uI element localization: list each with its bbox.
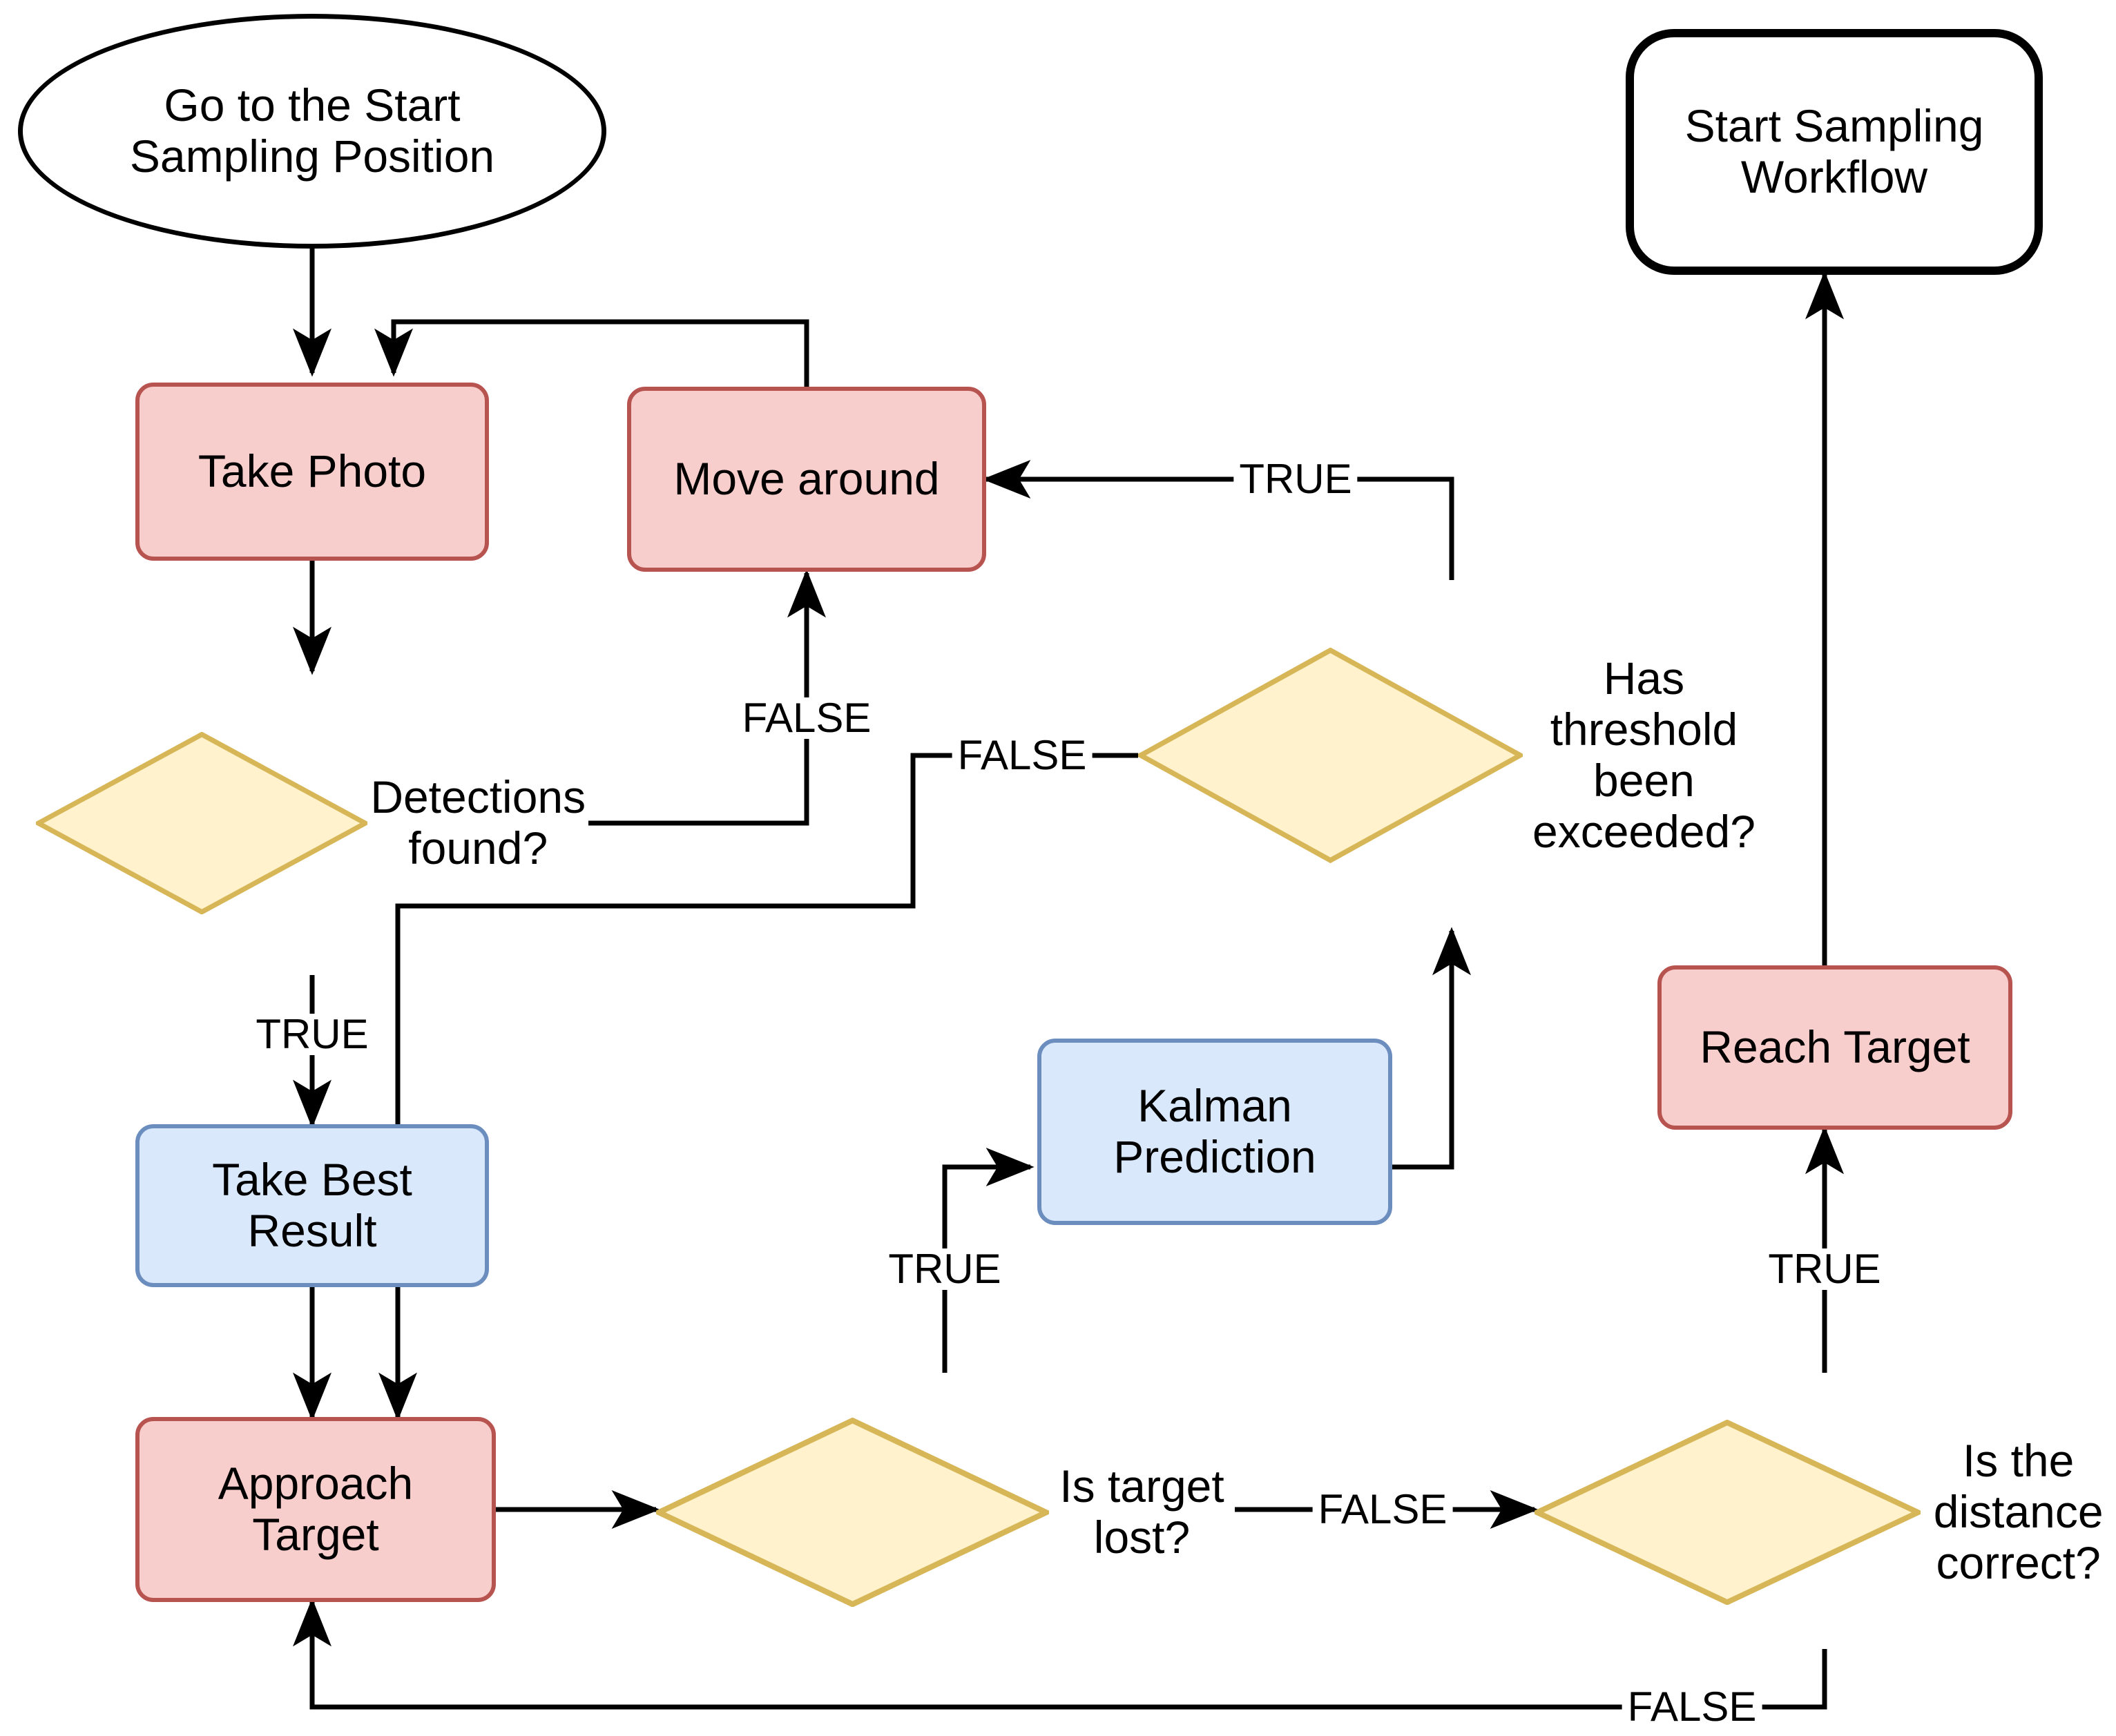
node-take-best-result[interactable]: Take Best Result — [135, 1124, 489, 1287]
diamond-shape — [1138, 648, 1523, 863]
node-move-around-label: Move around — [673, 453, 940, 505]
edge-label-target-lost-true: TRUE — [883, 1248, 1007, 1290]
edge-detections-false-to-move-around — [588, 569, 826, 826]
edge-kalman-to-threshold — [1392, 927, 1471, 1170]
node-is-target-lost-label: Is target lost? — [1059, 1460, 1224, 1563]
node-take-photo-label: Take Photo — [198, 445, 427, 497]
node-reach-target-label: Reach Target — [1700, 1021, 1970, 1073]
edge-is-target-lost-true-to-kalman — [942, 1148, 1035, 1373]
diamond-shape — [1535, 1419, 1921, 1605]
node-detections-found-label: Detections found? — [370, 771, 586, 874]
node-start-sampling-workflow-label: Start Sampling Workflow — [1684, 100, 1984, 202]
node-detections-found[interactable]: Detections found? — [36, 671, 588, 975]
node-take-photo[interactable]: Take Photo — [135, 383, 489, 561]
diamond-shape — [36, 731, 368, 915]
node-start-sampling-position[interactable]: Go to the Start Sampling Position — [18, 14, 606, 249]
edge-label-threshold-false: FALSE — [952, 735, 1093, 776]
edge-label-distance-false: FALSE — [1622, 1686, 1762, 1728]
node-start-sampling-workflow[interactable]: Start Sampling Workflow — [1626, 29, 2043, 275]
node-approach-target-label: Approach Target — [218, 1458, 414, 1560]
node-is-the-distance-correct-label: Is the distance correct? — [1933, 1435, 2104, 1588]
node-take-best-result-label: Take Best Result — [212, 1154, 412, 1256]
node-has-threshold-been-exceeded-label: Has threshold been exceeded? — [1532, 653, 1756, 857]
edge-label-target-lost-false: FALSE — [1312, 1489, 1453, 1530]
node-kalman-prediction-label: Kalman Prediction — [1113, 1080, 1316, 1182]
edge-distance-false-to-approach-target — [293, 1598, 1827, 1710]
node-kalman-prediction[interactable]: Kalman Prediction — [1037, 1039, 1392, 1225]
node-has-threshold-been-exceeded[interactable]: Has threshold been exceeded? — [1138, 580, 1765, 931]
node-is-the-distance-correct[interactable]: Is the distance correct? — [1535, 1373, 2116, 1652]
edge-label-threshold-true: TRUE — [1233, 459, 1358, 500]
node-reach-target[interactable]: Reach Target — [1657, 965, 2012, 1130]
node-approach-target[interactable]: Approach Target — [135, 1417, 496, 1602]
edge-move-around-to-take-photo — [374, 319, 809, 394]
node-move-around[interactable]: Move around — [627, 387, 986, 572]
node-is-target-lost[interactable]: Is target lost? — [656, 1373, 1235, 1652]
edge-label-distance-true: TRUE — [1762, 1248, 1887, 1290]
edge-label-detections-true: TRUE — [250, 1014, 374, 1055]
edge-label-detections-false: FALSE — [736, 697, 877, 739]
edge-threshold-true-to-move-around — [982, 460, 1454, 580]
node-start-sampling-position-label: Go to the Start Sampling Position — [129, 79, 495, 182]
diamond-shape — [656, 1417, 1049, 1608]
